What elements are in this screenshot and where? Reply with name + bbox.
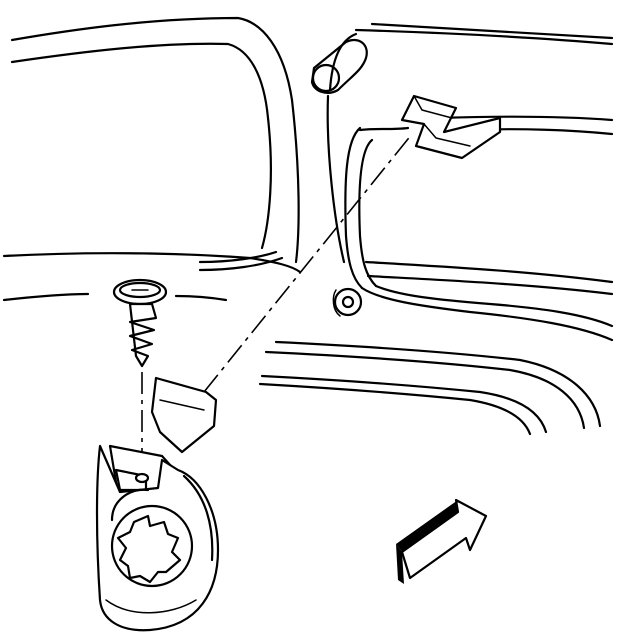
vehicle-roof-panel [2,16,302,302]
lamp-socket-assembly [95,444,220,632]
direction-arrow-icon [396,498,488,584]
retaining-screw [112,278,168,368]
small-grommet [332,287,363,317]
door-window-frame [326,22,614,342]
cylindrical-fitting [310,38,368,94]
interior-trim-panel [258,340,602,436]
bracket-slot-receptacle [358,94,502,160]
